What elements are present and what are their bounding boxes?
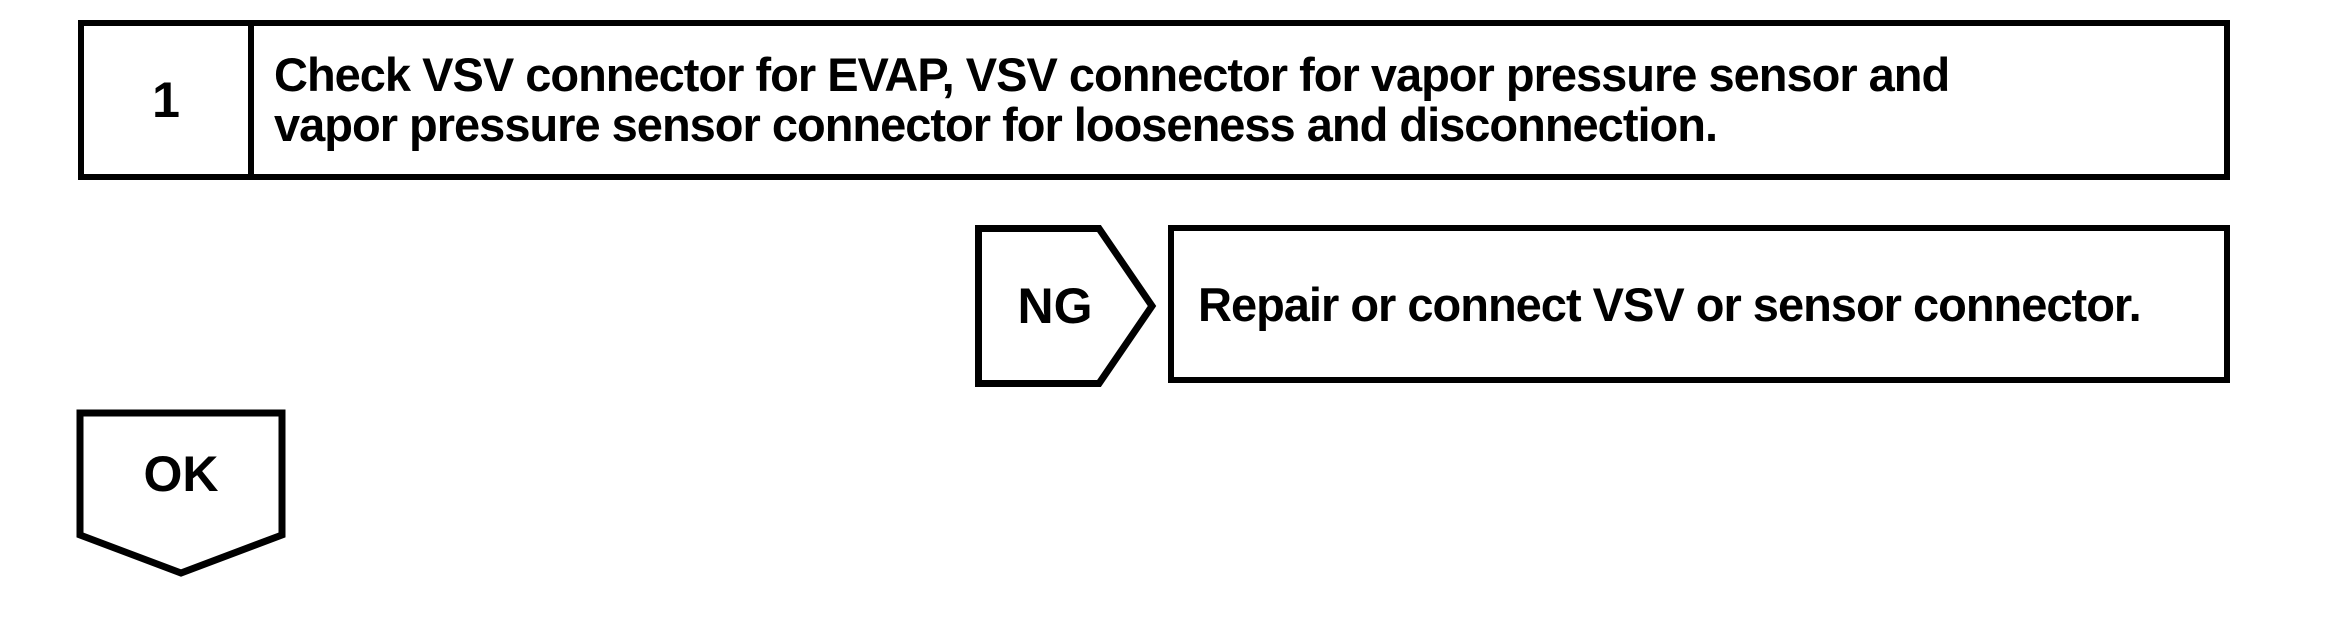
ng-action-box: Repair or connect VSV or sensor connecto… xyxy=(1168,225,2230,383)
ok-pentagon-outline xyxy=(76,409,286,577)
ng-arrow-shape xyxy=(975,225,1157,387)
ok-branch-label: OK xyxy=(143,446,219,502)
ok-arrow-shape xyxy=(76,409,286,577)
step-instruction-line2: vapor pressure sensor connector for loos… xyxy=(274,98,1718,151)
step-box: 1 Check VSV connector for EVAP, VSV conn… xyxy=(78,20,2230,180)
ng-pentagon-outline xyxy=(975,225,1157,387)
ng-branch-label: NG xyxy=(1017,278,1093,334)
step-instruction-line1: Check VSV connector for EVAP, VSV connec… xyxy=(274,48,1950,101)
step-instruction: Check VSV connector for EVAP, VSV connec… xyxy=(254,26,2224,174)
step-number: 1 xyxy=(84,26,254,174)
